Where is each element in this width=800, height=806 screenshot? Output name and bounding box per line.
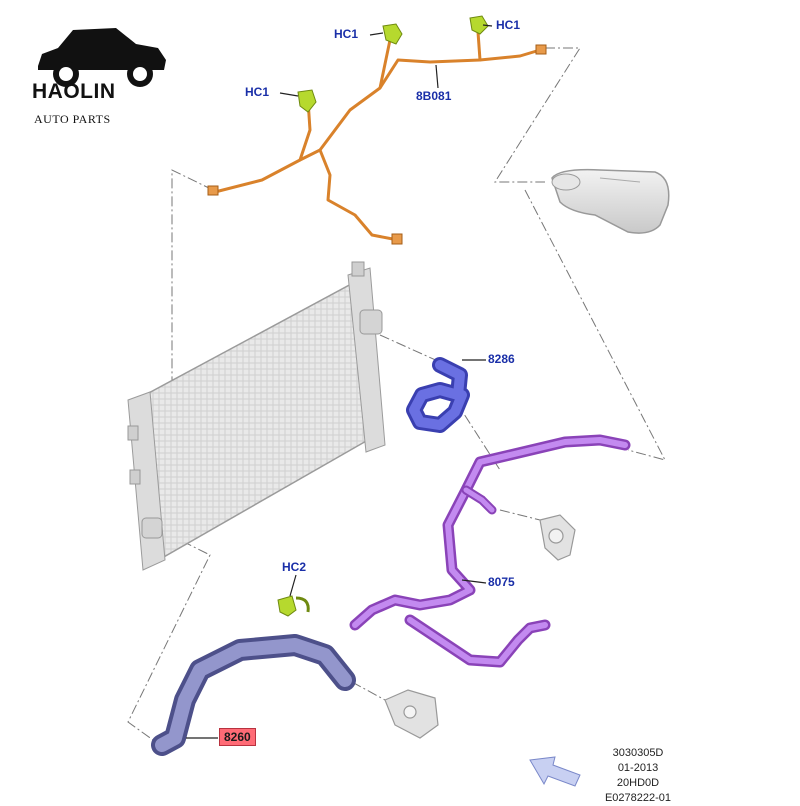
reference-line: 20HD0D — [616, 777, 660, 789]
callout-8286: 8286 — [488, 352, 515, 366]
callout-hc1: HC1 — [334, 27, 359, 41]
brand-logo — [28, 18, 178, 158]
lower-radiator-hose — [151, 634, 356, 756]
thermostat-housing — [539, 514, 576, 561]
reference-line: 01-2013 — [617, 762, 659, 774]
callout-8075: 8075 — [488, 575, 515, 589]
reference-line: E0278222-01 — [604, 792, 672, 804]
brand-name: HAOLIN — [32, 80, 116, 103]
callout-8260-highlighted: 8260 — [219, 728, 256, 746]
radiator — [127, 261, 386, 571]
callout-hc2: HC2 — [282, 560, 307, 574]
clip-hc2 — [277, 595, 310, 617]
coolant-reservoir — [551, 168, 670, 234]
callout-hc1: HC1 — [496, 18, 521, 32]
reference-block: 3030305D 01-2013 20HD0D E0278222-01 — [578, 746, 698, 806]
coolant-outlet — [384, 689, 439, 739]
harness-connector — [207, 44, 547, 245]
wire-harness — [213, 30, 542, 242]
direction-arrow — [529, 756, 581, 787]
callout-8b081: 8B081 — [416, 89, 452, 103]
heater-hose — [349, 434, 631, 668]
leader-lines — [186, 24, 493, 739]
callout-hc1: HC1 — [245, 85, 270, 99]
upper-radiator-hose — [406, 357, 470, 433]
reference-line: 3030305D — [612, 747, 664, 759]
clip-hc1 — [297, 15, 489, 113]
car-icon — [38, 28, 166, 87]
brand-subtitle: AUTO PARTS — [34, 112, 111, 126]
